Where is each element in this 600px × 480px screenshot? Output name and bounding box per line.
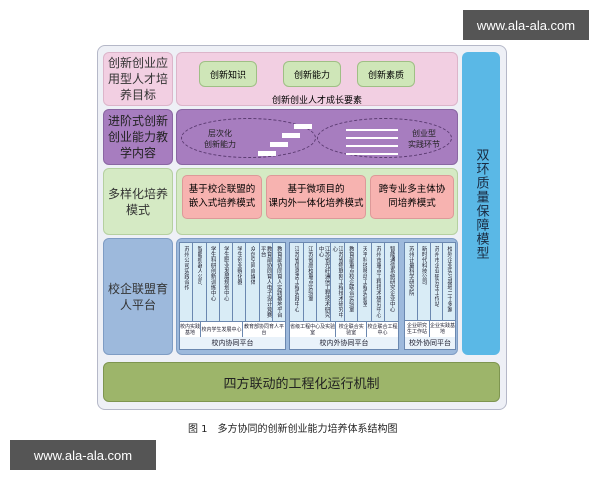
platform-column-text: 教育部协同育人实践基地平台 (275, 246, 282, 318)
goal-item: 创新知识 (199, 61, 257, 87)
platform-column: 学生科研创新训练中心 (206, 243, 220, 321)
platform-sub-label: 省级工程中心及实验室 (290, 322, 337, 337)
platform-column-text: 学生科研创新训练中心 (209, 246, 216, 301)
platform-column-text: 学生创业孵化器 (236, 246, 243, 285)
modes-area: 基于校企联盟的 嵌入式培养模式 基于微项目的 课内外一体化培养模式 跨专业多主体… (176, 168, 458, 235)
platform-column-text: 智能通信系统研究企业中心 (388, 246, 395, 312)
platform-sub-label: 企业实践基地 (430, 323, 456, 336)
platform-column-text: 苏州计量科学研究院 (407, 246, 414, 296)
operation-mechanism-bar: 四方联动的工程化运行机制 (103, 362, 500, 402)
platform-column-text: 江苏省光纤通信工程技术研究中心 (317, 246, 330, 318)
watermark-text: www.ala-ala.com (476, 17, 576, 33)
platform-column: 教育部重点校企联合实验室 (344, 243, 359, 321)
platform-column: 智能机器人公司 (193, 243, 207, 321)
platform-label: 校企联盟育人平台 (103, 238, 173, 355)
platform-column: 新时代科技公司 (417, 243, 431, 321)
platform-sub-label: 教育部协同育人平台 (243, 323, 284, 336)
platform-column: 校外企业实习基地二十多家 (443, 243, 455, 321)
practice-oval: 创业型 实践环节 (317, 118, 452, 158)
platform-column-text: 江苏省信息类工程实践中心 (293, 246, 300, 312)
platform-column-text: 新时代科技公司 (420, 246, 427, 285)
platform-sub-label: 校内学生发展中心 (201, 322, 243, 337)
platform-sub-label: 校企联合工程中心 (367, 323, 398, 336)
left-oval-text: 层次化 创新能力 (204, 129, 236, 149)
goal-item: 创新素质 (357, 61, 415, 87)
arrow-list-icon (346, 125, 398, 155)
platform-column: 苏州计量科学研究院 (405, 243, 418, 321)
platform-area: 苏州公司实践合作智能机器人公司学生科研创新训练中心学生职业发展规划中心学生创业孵… (176, 238, 458, 355)
platform-column: 智能通信系统研究企业中心 (385, 243, 398, 321)
platform-column: 江苏省高校重点实验室 (303, 243, 318, 321)
platform-group: 苏州公司实践合作智能机器人公司学生科研创新训练中心学生职业发展规划中心学生创业孵… (179, 242, 286, 350)
mode-item: 基于微项目的 课内外一体化培养模式 (266, 175, 366, 219)
platform-column-text: 教育部重点校企联合实验室 (347, 246, 354, 312)
goal-item: 创新能力 (283, 61, 341, 87)
stair-steps-icon (244, 122, 314, 156)
platform-column: 江苏省物联网工程技术研究中心 (330, 243, 345, 321)
layered-ability-oval: 层次化 创新能力 (181, 118, 316, 158)
platform-column: 教育部协同育人电子设计竞赛平台 (259, 243, 273, 321)
platform-column: 苏州公司实践合作 (180, 243, 194, 321)
platform-column-text: 苏州市重点工程技术研究中心 (375, 246, 382, 318)
mode-item: 基于校企联盟的 嵌入式培养模式 (182, 175, 262, 219)
platform-column-text: 教育部协同育人电子设计竞赛平台 (259, 246, 272, 318)
content-area: 层次化 创新能力 创业型 实践环节 (176, 109, 458, 165)
platform-column: 天平科技移动工程实验室 (358, 243, 372, 321)
watermark-text: www.ala-ala.com (33, 447, 133, 463)
platform-column: 江苏省信息类工程实践中心 (290, 243, 304, 321)
platform-column: 苏州市重点工程技术研究中心 (371, 243, 386, 321)
platform-column-text: 智能机器人公司 (196, 246, 203, 285)
mode-item: 跨专业多主体协 同培养模式 (370, 175, 454, 219)
quality-model: 双环质量保障模型 (462, 52, 500, 355)
platform-group: 苏州计量科学研究院新时代科技公司苏州市企业研究生工作站校外企业实习基地二十多家企… (404, 242, 456, 350)
operation-mechanism-text: 四方联动的工程化运行机制 (223, 376, 380, 392)
platform-column-text: 苏州市企业研究生工作站 (433, 246, 440, 307)
platform-column: 苏州市企业研究生工作站 (430, 243, 444, 321)
platform-column-text: 众创空间自媒体 (249, 246, 256, 285)
modes-label: 多样化培养模式 (103, 168, 173, 235)
platform-sub-label: 校企联合实验室 (336, 322, 368, 337)
watermark-bottom: www.ala-ala.com (10, 440, 156, 470)
goal-label: 创新创业应用型人才培养目标 (103, 52, 173, 106)
figure-caption: 图 1 多方协同的创新创业能力培养体系结构图 (188, 424, 398, 435)
platform-column: 江苏省光纤通信工程技术研究中心 (317, 243, 331, 321)
platform-group-name: 校内外协同平台 (319, 339, 369, 347)
platform-group: 江苏省信息类工程实践中心江苏省高校重点实验室江苏省光纤通信工程技术研究中心江苏省… (289, 242, 399, 350)
right-oval-text: 创业型 实践环节 (408, 129, 440, 149)
platform-column: 教育部协同育人实践基地平台 (272, 243, 285, 321)
quality-model-text: 双环质量保障模型 (473, 147, 489, 260)
platform-sub-label: 校内实践基地 (180, 322, 201, 337)
content-label: 进阶式创新创业能力教学内容 (103, 109, 173, 165)
platform-column-text: 天平科技移动工程实验室 (361, 246, 368, 307)
platform-sub-label: 企业研究生工作站 (405, 321, 430, 337)
platform-column-text: 学生职业发展规划中心 (222, 246, 229, 301)
goal-content: 创新知识 创新能力 创新素质 创新创业人才成长要素 (176, 52, 458, 106)
platform-group-name: 校外协同平台 (409, 339, 451, 347)
platform-column-text: 校外企业实习基地二十多家 (446, 246, 453, 312)
platform-column: 学生创业孵化器 (233, 243, 247, 321)
platform-column: 学生职业发展规划中心 (219, 243, 233, 321)
watermark-top: www.ala-ala.com (463, 10, 589, 40)
platform-column-text: 江苏省物联网工程技术研究中心 (331, 246, 344, 318)
platform-column-text: 江苏省高校重点实验室 (306, 246, 313, 301)
platform-column-text: 苏州公司实践合作 (183, 246, 190, 290)
platform-column: 众创空间自媒体 (246, 243, 260, 321)
platform-group-name: 校内协同平台 (211, 339, 254, 347)
goal-footer: 创新创业人才成长要素 (271, 96, 362, 106)
